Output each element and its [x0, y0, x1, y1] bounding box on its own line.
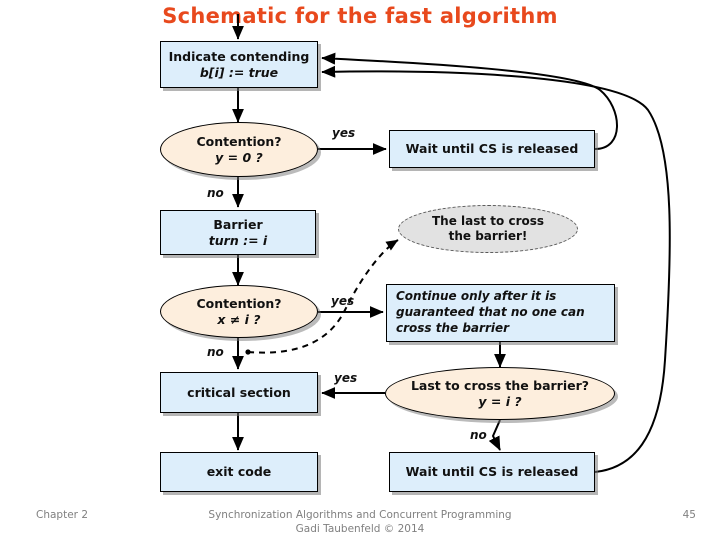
- indicate-line2: b[i] := true: [199, 64, 279, 80]
- footer-chapter: Chapter 2: [36, 509, 88, 521]
- edge-label-yes-last-to-cross: yes: [334, 371, 358, 385]
- barrier-line2: turn := i: [208, 232, 268, 248]
- node-barrier[interactable]: Barrier turn := i: [160, 210, 316, 255]
- last-to-cross-line2: y = i ?: [478, 393, 522, 409]
- callout-line1: The last to cross: [431, 214, 545, 228]
- callout-last-to-cross-the-barrier: The last to cross the barrier!: [398, 205, 578, 253]
- wait-cs-top-label: Wait until CS is released: [405, 141, 579, 157]
- critical-section-label: critical section: [187, 384, 291, 400]
- contention1-line1: Contention?: [196, 133, 282, 149]
- callout-line2: the barrier!: [448, 229, 528, 243]
- edge-label-no-last-to-cross: no: [470, 428, 487, 442]
- exit-code-label: exit code: [206, 464, 272, 480]
- node-wait-until-cs-released-top[interactable]: Wait until CS is released: [389, 130, 595, 168]
- barrier-line1: Barrier: [213, 216, 263, 232]
- contention1-line2: y = 0 ?: [215, 149, 263, 165]
- node-last-to-cross-the-barrier[interactable]: Last to cross the barrier? y = i ?: [385, 367, 615, 420]
- last-to-cross-line1: Last to cross the barrier?: [410, 377, 590, 393]
- edge-label-yes-contention1: yes: [332, 126, 356, 140]
- footer-credit-line2: Gadi Taubenfeld © 2014: [295, 523, 425, 536]
- page-title: Schematic for the fast algorithm: [162, 4, 558, 28]
- footer-credit-line1: Synchronization Algorithms and Concurren…: [208, 509, 512, 521]
- edge-label-yes-contention2: yes: [331, 294, 355, 308]
- continue-line3: cross the barrier: [396, 320, 510, 335]
- node-indicate-contending[interactable]: Indicate contending b[i] := true: [160, 41, 318, 88]
- node-continue-only-after-guaranteed[interactable]: Continue only after it is guaranteed tha…: [386, 284, 615, 342]
- footer-page-number: 45: [682, 509, 696, 521]
- node-wait-until-cs-released-bottom[interactable]: Wait until CS is released: [389, 452, 595, 492]
- node-contention-x-neq-i[interactable]: Contention? x ≠ i ?: [160, 285, 318, 338]
- continue-line1: Continue only after it is: [396, 289, 557, 304]
- continue-line2: guaranteed that no one can: [396, 305, 585, 320]
- contention2-line1: Contention?: [196, 295, 282, 311]
- indicate-line1: Indicate contending: [168, 48, 310, 64]
- node-exit-code[interactable]: exit code: [160, 452, 318, 492]
- wait-cs-bottom-label: Wait until CS is released: [405, 464, 579, 480]
- edge-label-no-contention2: no: [207, 345, 224, 359]
- contention2-line2: x ≠ i ?: [217, 311, 261, 327]
- footer-credit: Synchronization Algorithms and Concurren…: [0, 508, 720, 536]
- edge-label-no-contention1: no: [207, 186, 224, 200]
- node-critical-section[interactable]: critical section: [160, 372, 318, 413]
- node-contention-y-zero[interactable]: Contention? y = 0 ?: [160, 122, 318, 177]
